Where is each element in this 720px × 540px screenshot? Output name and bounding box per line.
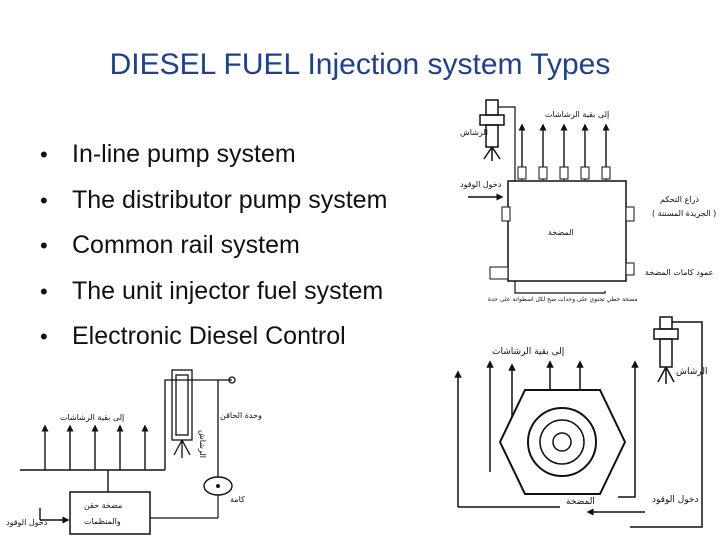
bullet-item: The unit injector fuel system (40, 269, 387, 315)
pump-body (507, 180, 627, 282)
injector-icon (630, 316, 703, 528)
injector-icon (164, 369, 236, 478)
fuel-inlet-label: دخول الوقود (460, 180, 502, 189)
to-injectors-label: إلى بقية الرشاشات (545, 110, 609, 120)
bullet-item: Common rail system (40, 223, 387, 269)
camshaft-label: عمود كامات المضخة (645, 268, 713, 277)
bullet-item: Electronic Diesel Control (40, 314, 387, 360)
pump-box (69, 491, 151, 535)
slide-title: DIESEL FUEL Injection system Types (109, 48, 611, 81)
cam-label: كامة (230, 495, 245, 504)
control-arm-label: ذراع التحكم (660, 195, 699, 204)
pump-label-1: مضخة حقن (84, 501, 122, 510)
bullet-item: The distributor pump system (40, 178, 387, 224)
distributor-pump-diagram: إلى بقية الرشاشات الرشاش المضخة دخول الو… (454, 316, 707, 528)
bullet-item: In-line pump system (40, 132, 387, 178)
pump-caption: مضخة خطي تحتوي على وحدات ضخ لكل اسطوانة … (488, 296, 638, 303)
valve-unit-label: وحدة الحاقن (220, 411, 262, 420)
fuel-inlet-label: دخول الوقود (652, 495, 698, 505)
fuel-inlet-label: دخول الوقود (6, 518, 48, 527)
pump-label-2: والمنظمات (84, 517, 121, 526)
injector-label: الرشاش (198, 430, 207, 458)
outlet-arrows (20, 400, 166, 492)
injector-label: الرشاش (676, 367, 707, 377)
pump-label: المضخة (566, 497, 595, 507)
bullet-list: In-line pump system The distributor pump… (40, 132, 387, 360)
pump-label: المضخة (548, 228, 574, 237)
to-injectors-label: إلى بقية الرشاشات (492, 347, 564, 357)
toothed-rack-label: ( الجريدة المسننة ) (652, 209, 716, 218)
injector-icon (479, 99, 505, 161)
inline-pump-diagram: الرشاش إلى بقية الرشاشات المضخة دخول الو… (460, 99, 716, 303)
injector-label: الرشاش (460, 128, 488, 137)
to-injectors-label: إلى بقية الرشاشات (60, 413, 124, 423)
unit-injector-diagram: إلى بقية الرشاشات الرشاش وحدة الحاقن كام… (6, 369, 262, 535)
